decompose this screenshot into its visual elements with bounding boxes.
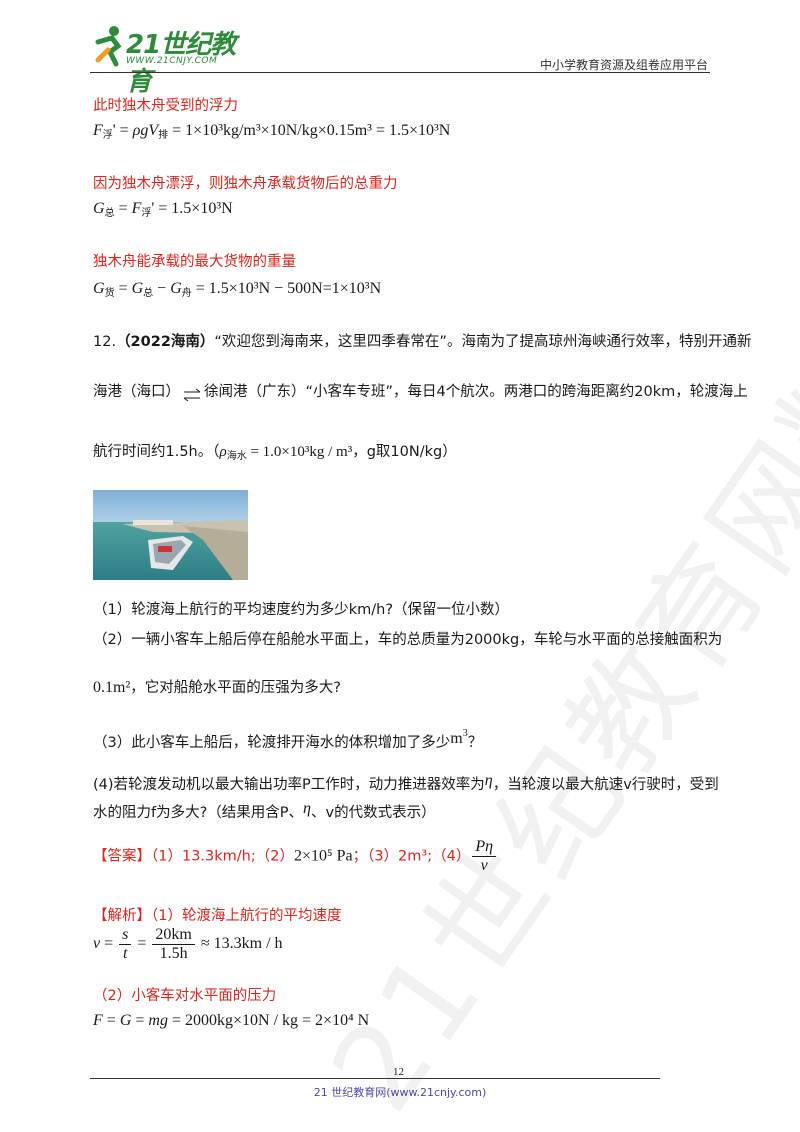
speed-denominator: 1.5h	[159, 945, 188, 962]
question-12-line-1: 12.（2022海南）“欢迎您到海南来，这里四季春常在”。海南为了提高琼州海峡通…	[93, 330, 751, 351]
question-source: （2022海南）	[116, 334, 215, 350]
answer-part-1: （1）13.3km/h;（2）	[151, 848, 294, 865]
formula-force: F = G = mg = 2000kg×10N / kg = 2×10⁴ N	[93, 1012, 370, 1029]
answer-line: 【答案】（1）13.3km/h;（2）2×10⁵ Pa；（3）2m³;（4）Pη…	[93, 838, 498, 875]
answer-part-2: ；（3）2m³;（4）	[352, 848, 471, 865]
subquestion-3-end: ？	[467, 735, 483, 751]
subquestion-4-text-c: 水的阻力f为多大?（结果用含P、	[93, 805, 304, 821]
question-12-line-2: 海港（海口） 徐闻港（广东）“小客车专班”，每日4个航次。两港口的跨海距离约20k…	[93, 380, 748, 402]
formula-buoyancy-rhs: = 1×10³kg/m³×10N/kg×0.15m³ = 1.5×10³N	[172, 122, 451, 139]
header-divider	[90, 72, 710, 73]
formula-total-gravity: G总 = F浮' = 1.5×10³N	[93, 200, 233, 219]
header-platform-text: 中小学教育资源及组卷应用平台	[539, 58, 708, 72]
subquestion-2-line-2: 0.1m²，它对船舱水平面的压强为多大?	[93, 676, 341, 697]
answer-pressure: 2×10⁵ Pa	[293, 847, 353, 865]
ferry-port-photo	[93, 490, 248, 580]
subquestion-4-line-2: 水的阻力f为多大?（结果用含P、η、v的代数式表示）	[93, 800, 436, 821]
question-12-line-3: 航行时间约1.5h。（ρ海水 = 1.0×10³kg / m³，g取10N/kg…	[93, 444, 457, 462]
page-number: 12	[393, 1066, 404, 1078]
subquestion-4-text-d: 、v的代数式表示）	[310, 805, 436, 821]
answer-label: 【答案】	[93, 848, 151, 865]
formula-buoyancy: F浮' = ρgV排 = 1×10³kg/m³×10N/kg×0.15m³ = …	[93, 122, 451, 141]
subquestion-4-line-1: (4)若轮渡发动机以最大输出功率P工作时，动力推进器效率为η，当轮渡以最大航速v…	[93, 772, 719, 793]
text-buoyancy-heading: 此时独木舟受到的浮力	[93, 98, 238, 114]
footer-divider	[90, 1078, 660, 1079]
subquestion-4-text-a: (4)若轮渡发动机以最大输出功率P工作时，动力推进器效率为	[93, 777, 485, 793]
reversible-arrows-icon	[183, 388, 201, 402]
subquestion-4-text-b: ，当轮渡以最大航速v行驶时，受到	[492, 777, 719, 793]
page-header: 21世纪教育 WWW.21CNJY.COM 中小学教育资源及组卷应用平台	[90, 22, 710, 97]
watermark-text: 21世纪教育网精选资料	[304, 8, 800, 1132]
question-text-3b: ，g取10N/kg）	[352, 444, 457, 460]
question-number: 12.	[93, 334, 117, 350]
question-text-2b: 徐闻港（广东）“小客车专班”，每日4个航次。两港口的跨海距离约20km，轮渡海上	[204, 384, 748, 400]
formula-seawater-density: = 1.0×10³kg / m³	[250, 444, 353, 460]
analysis-text-1: （1）轮渡海上航行的平均速度	[151, 908, 342, 924]
speed-numerator: 20km	[152, 926, 195, 945]
analysis-label: 【解析】	[93, 908, 151, 924]
logo-url: WWW.21CNJY.COM	[126, 56, 218, 66]
analysis-line-2: （2）小客车对水平面的压力	[93, 988, 277, 1004]
footer-text: 21 世纪教育网(www.21cnjy.com)	[313, 1086, 487, 1099]
subquestion-3: （3）此小客车上船后，轮渡排开海水的体积增加了多少m3？	[93, 728, 483, 751]
formula-total-gravity-rhs: = 1.5×10³N	[158, 200, 233, 217]
site-logo: 21世纪教育 WWW.21CNJY.COM	[90, 22, 260, 97]
subquestion-2-line-1: （2）一辆小客车上船后停在船舱水平面上，车的总质量为2000kg，车轮与水平面的…	[93, 632, 723, 648]
question-text-3a: 航行时间约1.5h。（	[93, 444, 220, 460]
text-total-gravity-heading: 因为独木舟漂浮，则独木舟承载货物后的总重力	[93, 176, 398, 192]
analysis-line-1: 【解析】（1）轮渡海上航行的平均速度	[93, 904, 341, 925]
subquestion-1: （1）轮渡海上航行的平均速度约为多少km/h?（保留一位小数）	[93, 602, 510, 618]
subquestion-3-text: （3）此小客车上船后，轮渡排开海水的体积增加了多少	[93, 735, 451, 751]
text-max-cargo-heading: 独木舟能承载的最大货物的重量	[93, 254, 296, 270]
formula-max-cargo: G货 = G总 − G舟 = 1.5×10³N − 500N=1×10³N	[93, 280, 382, 299]
speed-result: ≈ 13.3km / h	[200, 935, 283, 953]
question-text-1: “欢迎您到海南来，这里四季春常在”。海南为了提高琼州海峡通行效率，特别开通新	[214, 334, 752, 350]
question-text-2a: 海港（海口）	[93, 384, 180, 400]
formula-max-cargo-rhs: = 1.5×10³N − 500N=1×10³N	[195, 280, 382, 297]
subquestion-2-text: ，它对船舱水平面的压强为多大?	[130, 680, 341, 696]
formula-contact-area: 0.1m²	[93, 679, 131, 696]
running-figure-icon	[95, 26, 122, 67]
formula-force-rhs: 2000kg×10N / kg = 2×10⁴ N	[185, 1012, 370, 1029]
